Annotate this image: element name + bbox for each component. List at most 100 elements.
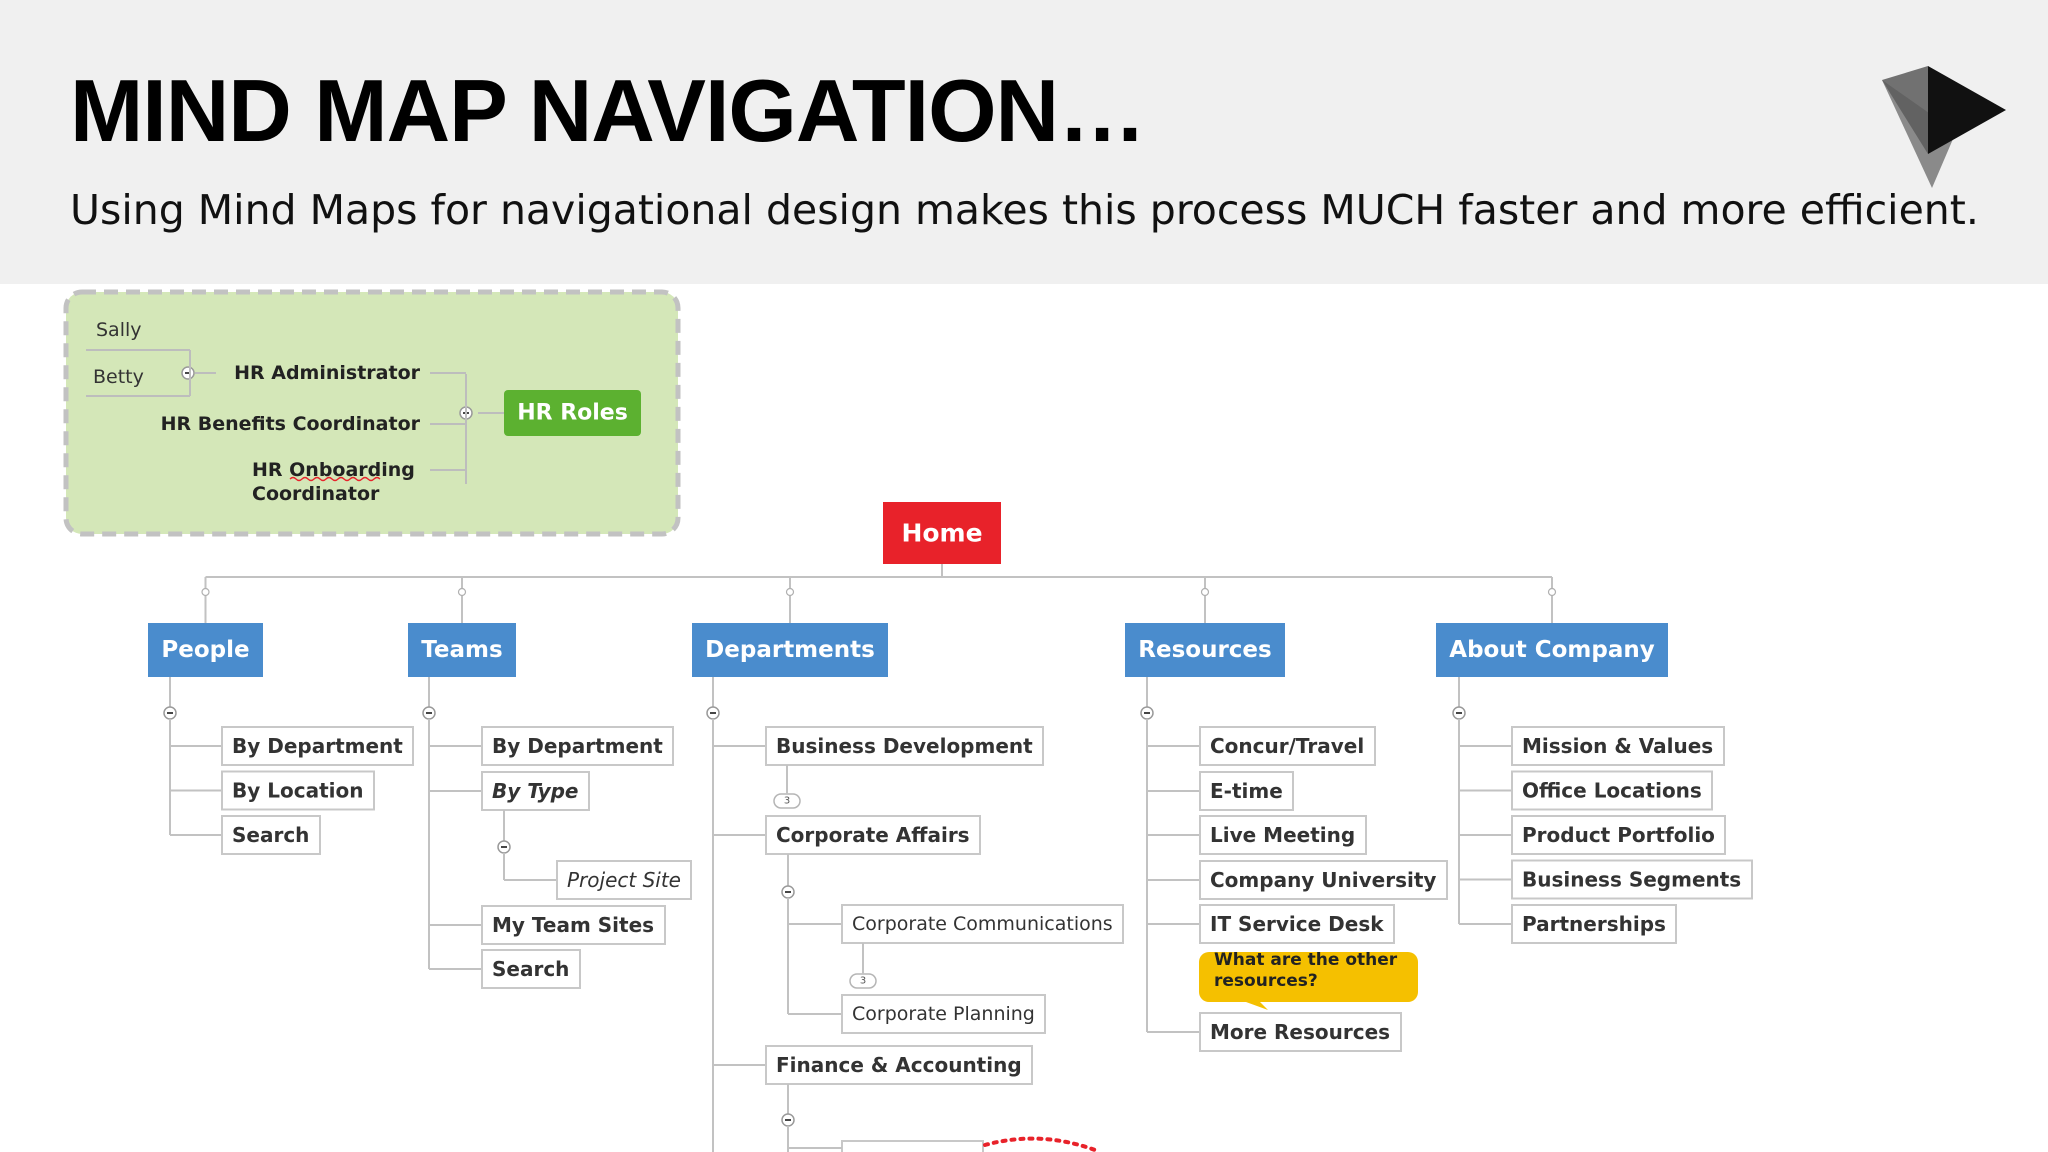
- child-node[interactable]: IT Service Desk: [1199, 904, 1395, 944]
- branch-node-teams[interactable]: Teams: [408, 623, 516, 677]
- hr-panel-background: [63, 289, 681, 537]
- node-box: [765, 726, 1044, 766]
- node-box: [841, 994, 1046, 1034]
- collapse-toggle-icon[interactable]: [497, 840, 511, 854]
- grandchild-node[interactable]: Travel Forms: [841, 1140, 984, 1152]
- node-label: More Resources: [1210, 1020, 1390, 1044]
- child-node[interactable]: E-time: [1199, 771, 1294, 811]
- branch-node-departments[interactable]: Departments: [692, 623, 888, 677]
- child-node[interactable]: By Department: [481, 726, 674, 766]
- child-node[interactable]: Product Portfolio: [1511, 815, 1726, 855]
- node-label: Office Locations: [1522, 779, 1702, 803]
- branch-node-box: [148, 623, 263, 677]
- home-node-label: Home: [901, 519, 982, 548]
- node-box: [765, 815, 981, 855]
- child-node[interactable]: By Type: [481, 771, 590, 811]
- slide-title: MIND MAP NAVIGATION…: [70, 61, 1146, 160]
- node-label: By Type: [492, 779, 579, 803]
- child-node[interactable]: Corporate Affairs: [765, 815, 981, 855]
- node-label: Search: [232, 823, 309, 847]
- grandchild-node[interactable]: Corporate Planning: [841, 994, 1046, 1034]
- collapsed-count-badge[interactable]: 3: [849, 973, 877, 989]
- node-box: [1511, 815, 1726, 855]
- node-box: [221, 770, 375, 811]
- branch-node-box: [408, 623, 516, 677]
- node-label: Corporate Affairs: [776, 823, 970, 847]
- node-box: [221, 726, 414, 766]
- grandchild-node[interactable]: Project Site: [556, 860, 692, 900]
- child-node[interactable]: Mission & Values: [1511, 726, 1725, 766]
- node-box: [765, 1045, 1033, 1085]
- node-label: Corporate Communications: [852, 913, 1113, 935]
- child-node[interactable]: Finance & Accounting: [765, 1045, 1033, 1085]
- collapse-toggle-icon[interactable]: [781, 885, 795, 899]
- node-label: IT Service Desk: [1210, 912, 1384, 936]
- node-box: [1199, 815, 1367, 855]
- node-box: [1199, 771, 1294, 811]
- branch-node-label: Teams: [421, 637, 502, 663]
- node-label: Corporate Planning: [852, 1003, 1035, 1025]
- collapse-toggle-icon[interactable]: [163, 706, 177, 720]
- home-node-box: [883, 502, 1001, 564]
- hr-roles-box: [504, 390, 641, 436]
- node-box: [556, 860, 692, 900]
- node-label: By Department: [492, 734, 663, 758]
- hr-role-label: HR Benefits Coordinator: [161, 413, 421, 435]
- collapse-toggle-icon[interactable]: [422, 706, 436, 720]
- connector-dot: [1200, 587, 1210, 597]
- child-node[interactable]: Partnerships: [1511, 904, 1677, 944]
- branch-node-resources[interactable]: Resources: [1125, 623, 1285, 677]
- hr-roles-node[interactable]: HR Roles: [504, 390, 641, 436]
- hr-role-label: HR Onboarding: [252, 459, 415, 481]
- node-box: [221, 815, 321, 855]
- child-node[interactable]: More Resources: [1199, 1012, 1402, 1052]
- node-box: [481, 771, 590, 811]
- node-label: Project Site: [567, 868, 681, 892]
- node-box: [1511, 904, 1677, 944]
- grandchild-node[interactable]: Corporate Communications: [841, 904, 1124, 944]
- branch-node-label: Departments: [705, 637, 875, 663]
- child-node[interactable]: Business Segments: [1511, 859, 1753, 900]
- badge-count: 3: [860, 976, 866, 987]
- collapse-toggle-icon[interactable]: [1452, 706, 1466, 720]
- node-box: [1511, 726, 1725, 766]
- node-box: [1199, 904, 1395, 944]
- hr-roles-label: HR Roles: [517, 401, 628, 426]
- child-node[interactable]: My Team Sites: [481, 905, 666, 945]
- callout-bubble: [1199, 952, 1418, 1010]
- collapse-toggle-icon[interactable]: [181, 366, 195, 380]
- branch-node-about-company[interactable]: About Company: [1436, 623, 1668, 677]
- child-node[interactable]: Live Meeting: [1199, 815, 1367, 855]
- node-label: Business Development: [776, 734, 1033, 758]
- child-node[interactable]: Business Development: [765, 726, 1044, 766]
- home-node[interactable]: Home: [883, 502, 1001, 564]
- node-box: [1511, 770, 1713, 811]
- collapse-toggle-icon[interactable]: [1140, 706, 1154, 720]
- node-label: By Department: [232, 734, 403, 758]
- node-label: Search: [492, 957, 569, 981]
- child-node[interactable]: Office Locations: [1511, 770, 1713, 811]
- child-node[interactable]: Search: [481, 949, 581, 989]
- hr-person-label: Sally: [96, 319, 142, 341]
- collapse-toggle-icon[interactable]: [781, 1113, 795, 1127]
- collapse-toggle-icon[interactable]: [706, 706, 720, 720]
- child-node[interactable]: By Department: [221, 726, 414, 766]
- child-node[interactable]: Concur/Travel: [1199, 726, 1376, 766]
- child-node[interactable]: Company University: [1199, 860, 1448, 900]
- branch-node-people[interactable]: People: [148, 623, 263, 677]
- node-box: [1199, 860, 1448, 900]
- collapsed-count-badge[interactable]: 3: [773, 793, 801, 809]
- branch-node-label: Resources: [1138, 637, 1271, 663]
- badge-count: 3: [784, 796, 790, 807]
- branch-node-label: About Company: [1449, 637, 1654, 663]
- connector-dot: [457, 587, 467, 597]
- child-node[interactable]: Search: [221, 815, 321, 855]
- child-node[interactable]: By Location: [221, 770, 375, 811]
- hr-person-label: Betty: [93, 366, 144, 388]
- hr-role-label: HR Administrator: [234, 362, 421, 384]
- node-box: [481, 726, 674, 766]
- node-box: [481, 949, 581, 989]
